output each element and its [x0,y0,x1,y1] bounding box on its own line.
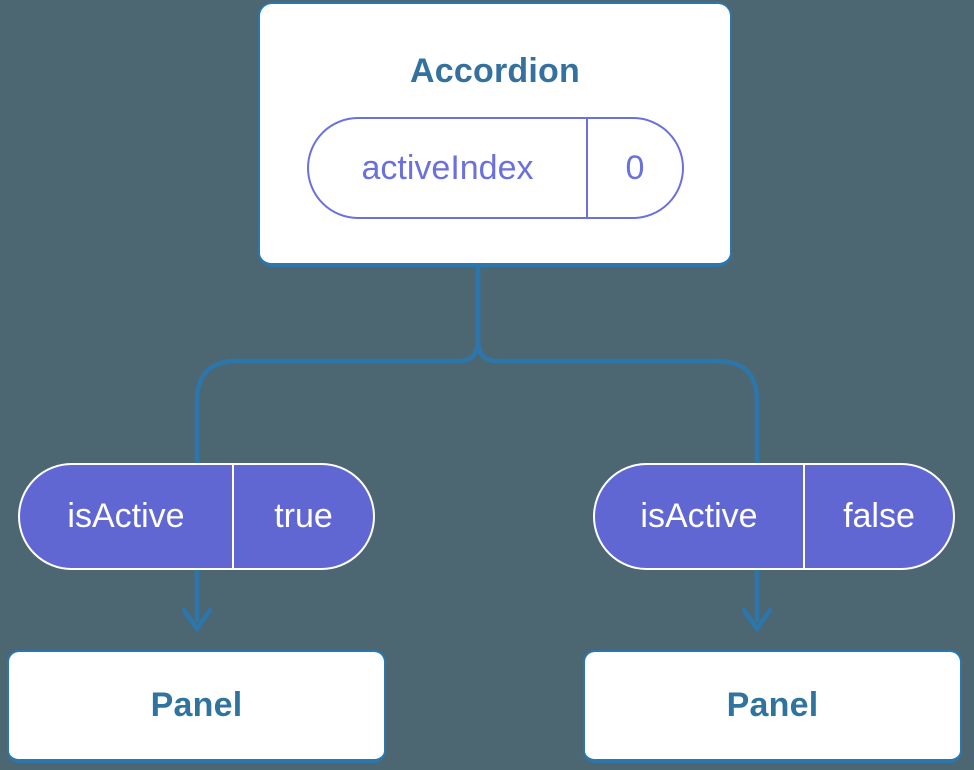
prop-pill-left: isActive true [18,463,375,570]
arrow-down-icon [741,607,773,632]
panel-title-left: Panel [150,686,243,724]
prop-value-left: true [274,497,333,535]
panel-component-card-right: Panel [583,650,962,763]
panel-title-right: Panel [726,686,819,724]
branch-left-line [194,260,481,622]
state-value: 0 [625,148,645,187]
prop-name-right: isActive [595,465,805,568]
state-pill: activeIndex 0 [307,117,684,219]
prop-name-left: isActive [20,465,234,568]
branch-right-line [475,260,760,622]
arrow-down-icon [181,607,213,632]
panel-component-card-left: Panel [7,650,386,763]
prop-pill-right: isActive false [593,463,955,570]
accordion-component-card: Accordion activeIndex 0 [258,2,732,267]
state-name: activeIndex [309,119,588,217]
accordion-title: Accordion [410,52,580,90]
prop-value-right: false [843,497,915,535]
